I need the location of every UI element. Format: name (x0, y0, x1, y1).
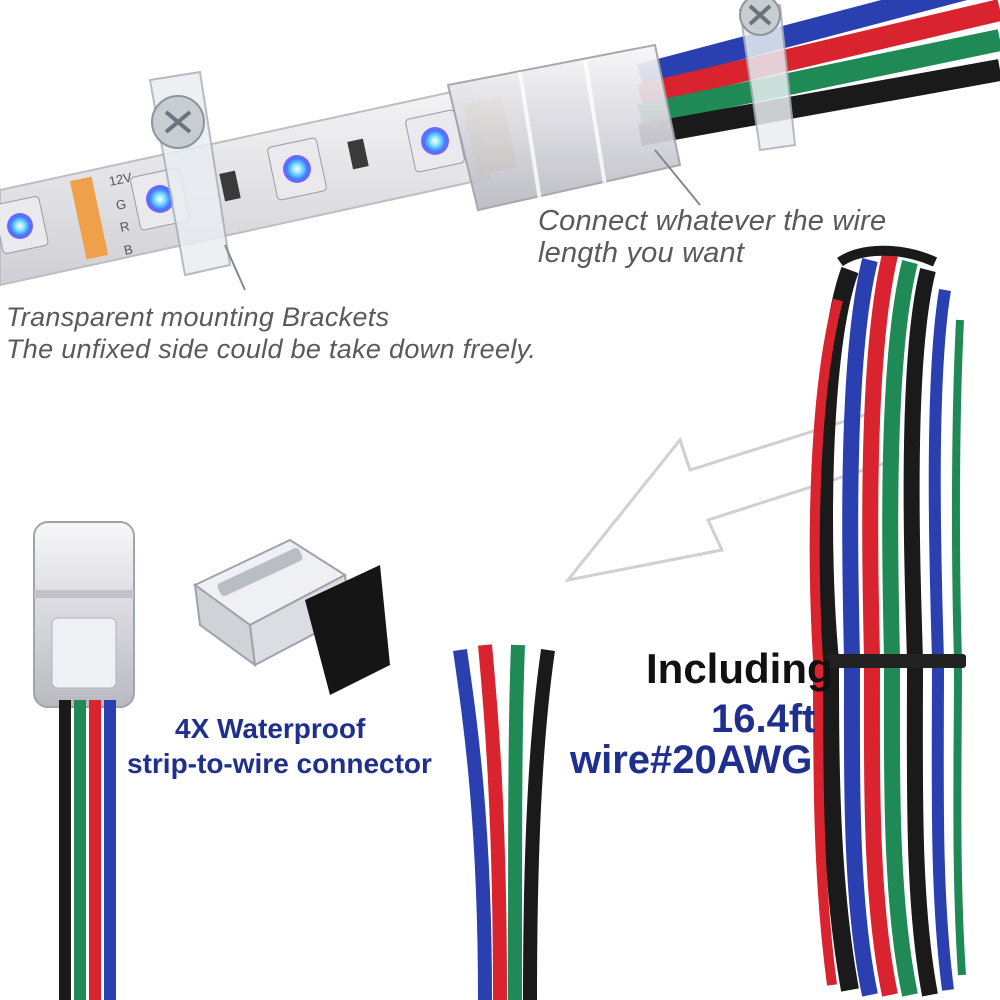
mounting-bracket (148, 70, 232, 277)
strip-pin-label: G (115, 196, 128, 213)
strip-pin-label: B (123, 241, 135, 257)
clear-connector-top (446, 43, 682, 212)
connector-caption-line1: 4X Waterproof (175, 713, 366, 744)
callout-brackets-line1: Transparent mounting Brackets (6, 302, 390, 332)
callout-wire-length-line1: Connect whatever the wire (538, 205, 887, 237)
wire-length-label: 16.4ft (711, 697, 816, 741)
bracket-pointer-line (224, 244, 246, 291)
strip-pin-label: R (119, 218, 131, 235)
direction-arrow (564, 408, 896, 583)
connector-pointer-line (654, 149, 701, 206)
coiled-wire-bundle (809, 245, 966, 997)
connector-caption-line2: strip-to-wire connector (127, 748, 432, 779)
mounting-bracket (738, 0, 797, 152)
led-strip: 12V G R B (0, 86, 518, 287)
led-chip (0, 196, 49, 254)
ribbon-cable-top (637, 0, 1000, 146)
led-chip (405, 109, 465, 173)
connector-with-pigtail (33, 521, 135, 1000)
strip-pin-label: 12V (108, 169, 134, 189)
led-chip (267, 137, 327, 201)
wire-ends (453, 644, 555, 1000)
wire-gauge-label: wire#20AWG (570, 738, 813, 782)
including-label: Including (646, 645, 833, 692)
callout-brackets-line2: The unfixed side could be take down free… (6, 334, 537, 364)
strip-to-wire-connector (193, 538, 390, 695)
callout-wire-length-line2: length you want (538, 237, 745, 269)
